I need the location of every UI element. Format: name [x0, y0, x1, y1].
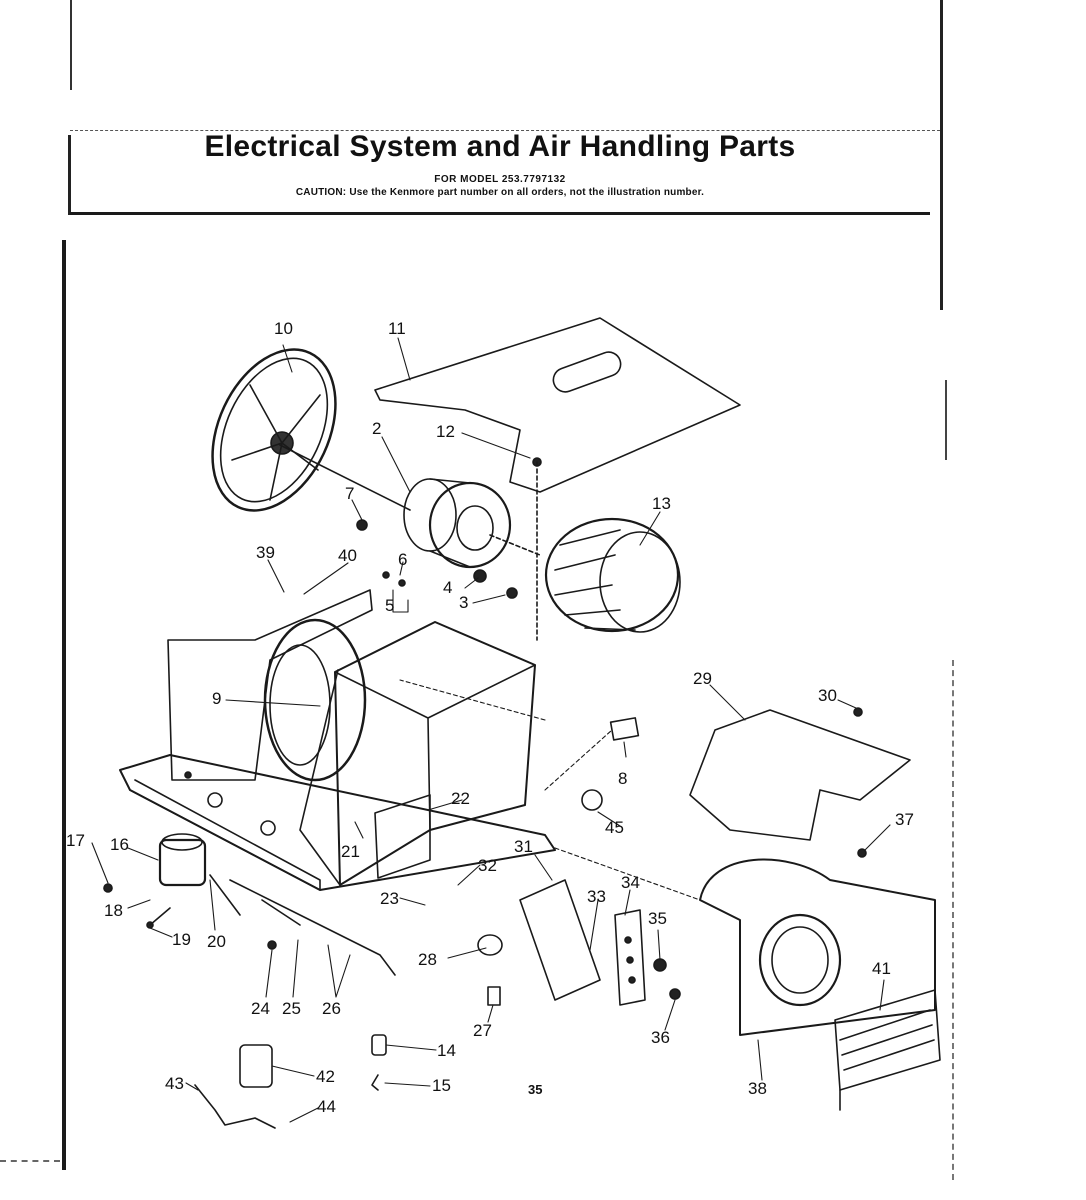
callout-29: 29 [693, 669, 712, 688]
callout-44: 44 [317, 1097, 336, 1116]
header: Electrical System and Air Handling Parts… [70, 130, 930, 198]
motor-part [279, 444, 541, 569]
edge-mark [952, 660, 956, 1180]
callout-36: 36 [651, 1028, 670, 1047]
callout-25: 25 [282, 999, 301, 1018]
callout-26: 26 [322, 999, 341, 1018]
blower-scroll-part [699, 858, 936, 1036]
callout-2: 2 [372, 419, 382, 438]
capacitor-parts [149, 833, 387, 1091]
callout-14: 14 [437, 1041, 456, 1060]
model-line: FOR MODEL 253.7797132 [434, 174, 566, 185]
page-number: 35 [528, 1082, 543, 1097]
callout-23: 23 [380, 889, 399, 908]
callout-3: 3 [459, 593, 469, 612]
callout-33: 33 [587, 887, 606, 906]
callout-38: 38 [748, 1079, 767, 1098]
callout-13: 13 [652, 494, 671, 513]
bracket-part [609, 717, 640, 741]
blower-housing-part [299, 621, 536, 886]
callout-12: 12 [436, 422, 455, 441]
callout-7: 7 [345, 484, 355, 503]
evaporator-housing-part [167, 589, 373, 782]
base-pan-part [119, 754, 556, 891]
callout-34: 34 [621, 873, 640, 892]
callout-16: 16 [110, 835, 129, 854]
edge-mark [0, 1160, 60, 1168]
edge-mark [68, 135, 71, 215]
blower-wheel-part [544, 517, 681, 633]
callout-17: 17 [66, 831, 85, 850]
callout-11: 11 [388, 319, 406, 338]
callout-43: 43 [165, 1074, 184, 1093]
callout-45: 45 [605, 818, 624, 837]
callout-39: 39 [256, 543, 275, 562]
callout-42: 42 [316, 1067, 335, 1086]
screw-parts [103, 457, 867, 1000]
partition-panel-part [689, 709, 911, 841]
caution-line: CAUTION: Use the Kenmore part number on … [295, 187, 705, 198]
page-edge-left [62, 240, 66, 1170]
callout-20: 20 [207, 932, 226, 951]
wire-harness-part [194, 1084, 276, 1129]
callout-4: 4 [443, 578, 453, 597]
callout-18: 18 [104, 901, 123, 920]
edge-mark [70, 0, 72, 90]
callout-27: 27 [473, 1021, 492, 1040]
callout-30: 30 [818, 686, 837, 705]
callout-41: 41 [872, 959, 891, 978]
control-panel-part [477, 789, 646, 1006]
leader-lines [91, 337, 891, 1123]
callout-8: 8 [618, 769, 628, 788]
callout-22: 22 [451, 789, 470, 808]
page-edge-right [940, 0, 943, 310]
callout-28: 28 [418, 950, 437, 969]
edge-mark [945, 380, 947, 460]
heater-element-part [834, 974, 941, 1111]
callout-35: 35 [648, 909, 667, 928]
power-cord-part [229, 879, 396, 976]
callout-10: 10 [274, 319, 293, 338]
fan-guard-part [211, 348, 337, 512]
page-title: Electrical System and Air Handling Parts [204, 130, 796, 163]
header-rule [70, 212, 930, 215]
callout-9: 9 [212, 689, 222, 708]
callout-24: 24 [251, 999, 270, 1018]
callout-31: 31 [514, 837, 533, 856]
callout-6: 6 [398, 550, 408, 569]
top-dashed-line [70, 130, 940, 131]
callout-32: 32 [478, 856, 497, 875]
callout-37: 37 [895, 810, 914, 829]
callout-19: 19 [172, 930, 191, 949]
top-cover-part [374, 317, 741, 493]
callout-21: 21 [341, 842, 360, 861]
callout-15: 15 [432, 1076, 451, 1095]
callout-40: 40 [338, 546, 357, 565]
callout-5: 5 [385, 596, 395, 615]
